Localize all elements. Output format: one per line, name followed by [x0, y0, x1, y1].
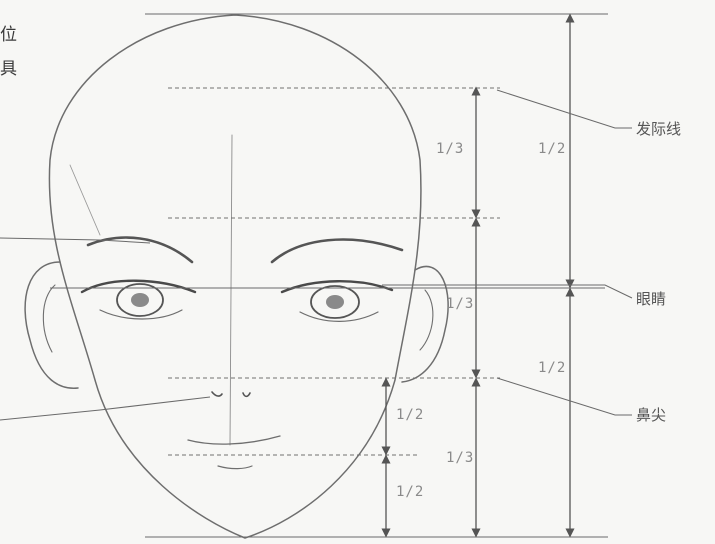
ratio-mouth-chin: 1/2: [396, 484, 424, 500]
left-ear-inner: [43, 285, 55, 352]
label-eyes: 眼睛: [636, 288, 666, 309]
leader-nose: [497, 378, 632, 415]
right-eyebrow: [272, 240, 402, 262]
leader-hairline: [497, 90, 632, 128]
label-hairline: 发际线: [636, 118, 681, 139]
left-ear: [25, 262, 78, 388]
label-nose-tip: 鼻尖: [636, 404, 666, 425]
right-pupil: [326, 295, 344, 309]
ratio-nose-mouth: 1/2: [396, 407, 424, 423]
right-ear: [402, 266, 448, 382]
left-eye-upper: [82, 281, 195, 292]
leader-eyes: [382, 285, 632, 298]
lower-lip: [218, 466, 252, 469]
right-ear-inner: [420, 290, 433, 350]
left-pupil: [131, 293, 149, 307]
right-eye-lower: [300, 312, 378, 321]
left-eye-lower: [100, 310, 182, 319]
ratio-top-eyes: 1/2: [538, 141, 566, 157]
ratio-brow-nose: 1/3: [446, 296, 474, 312]
mouth: [188, 436, 280, 444]
head-sketch: [25, 15, 448, 538]
left-eyebrow: [88, 238, 192, 262]
head-outline: [49, 15, 421, 538]
ratio-nose-chin: 1/3: [446, 450, 474, 466]
ratio-hair-brow: 1/3: [436, 141, 464, 157]
nose-right: [243, 393, 250, 396]
cropped-text-2: 具: [0, 60, 17, 78]
cropped-text-1: 位: [0, 26, 17, 44]
center-line: [230, 135, 232, 445]
solid-guides: [50, 14, 608, 537]
nose-left: [212, 392, 222, 396]
ratio-eyes-chin: 1/2: [538, 360, 566, 376]
hair-stroke: [70, 165, 100, 235]
